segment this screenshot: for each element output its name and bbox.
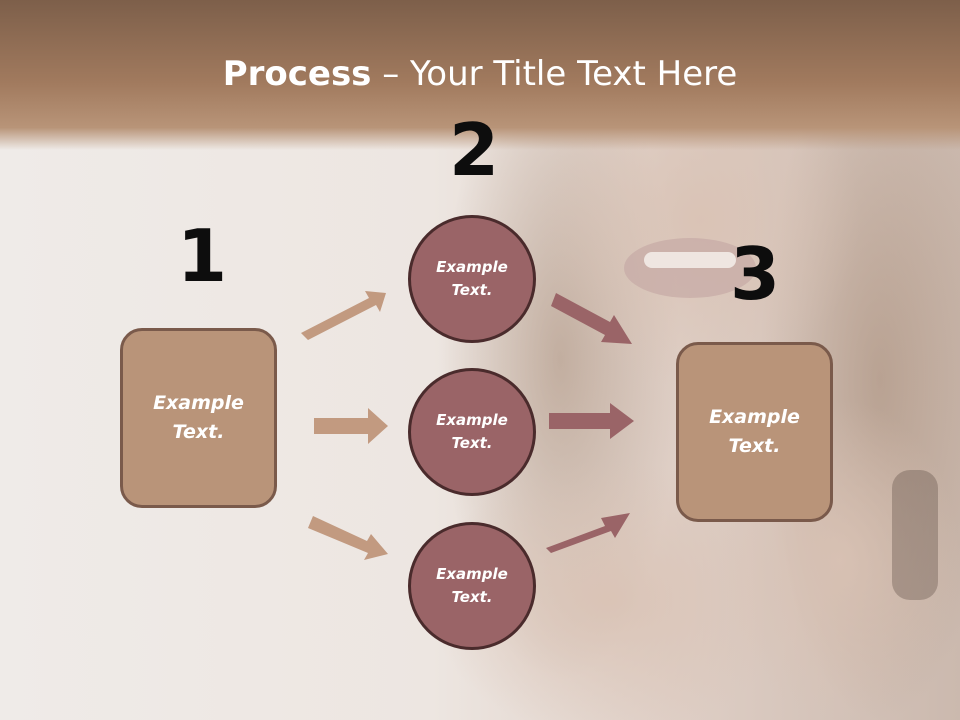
title-bold: Process [222, 54, 372, 94]
step-2-circle-middle: Example Text. [408, 368, 536, 496]
step-number-2: 2 [449, 108, 500, 192]
step-2-text-bottom: Example Text. [436, 565, 508, 606]
arrow-left-up [301, 291, 386, 340]
step-3-text: Example Text. [709, 406, 800, 457]
step-3-box: Example Text. [676, 342, 833, 522]
arrow-left-mid [314, 408, 388, 444]
step-1-text: Example Text. [153, 392, 244, 443]
step-2-circle-top: Example Text. [408, 215, 536, 343]
arrow-right-down [546, 513, 630, 553]
title-rest: – Your Title Text Here [371, 54, 738, 94]
arrow-right-up [551, 293, 632, 344]
step-2-text-top: Example Text. [436, 258, 508, 299]
arrow-left-down [308, 516, 388, 560]
step-number-1: 1 [177, 214, 228, 298]
step-2-circle-bottom: Example Text. [408, 522, 536, 650]
step-number-3: 3 [730, 232, 781, 316]
step-2-text-middle: Example Text. [436, 411, 508, 452]
step-1-box: Example Text. [120, 328, 277, 508]
arrow-right-mid [549, 403, 634, 439]
page-title: Process – Your Title Text Here [0, 52, 960, 96]
